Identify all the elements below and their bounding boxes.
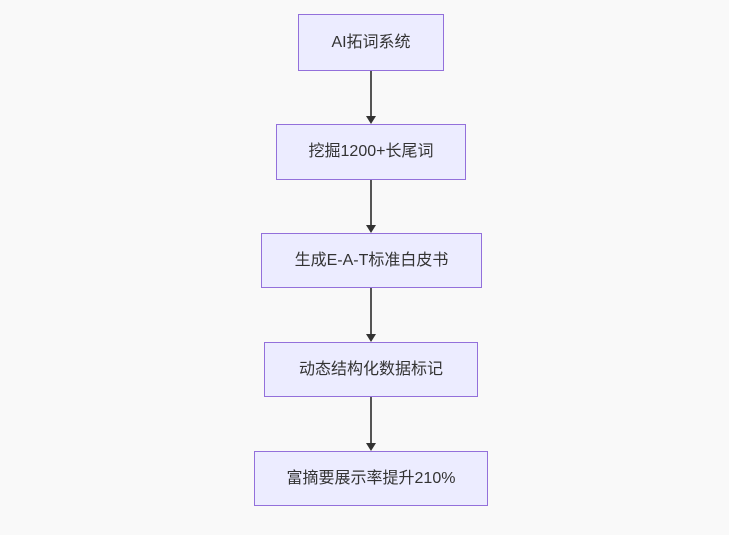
arrowhead-down-icon [366,334,376,342]
flow-node-rich-snippet-uplift: 富摘要展示率提升210% [254,451,488,506]
flow-arrow-down [366,397,376,451]
arrowhead-down-icon [366,443,376,451]
arrow-line [370,71,372,116]
flow-node-mine-longtail-keywords: 挖掘1200+长尾词 [276,124,466,180]
flow-node-label: 生成E-A-T标准白皮书 [294,251,449,269]
flow-node-dynamic-structured-data: 动态结构化数据标记 [264,342,478,397]
arrowhead-down-icon [366,225,376,233]
arrowhead-down-icon [366,116,376,124]
arrow-line [370,397,372,443]
arrow-line [370,288,372,334]
flow-arrow-down [366,71,376,124]
flow-node-label: 富摘要展示率提升210% [286,469,456,487]
flow-node-ai-expansion-system: AI拓词系统 [298,14,444,71]
flow-node-label: 动态结构化数据标记 [298,360,443,378]
flow-node-label: 挖掘1200+长尾词 [308,143,434,160]
flow-node-generate-eat-whitepaper: 生成E-A-T标准白皮书 [261,233,482,288]
flow-node-label: AI拓词系统 [331,33,411,51]
arrow-line [370,180,372,225]
flow-arrow-down [366,180,376,233]
flow-arrow-down [366,288,376,342]
